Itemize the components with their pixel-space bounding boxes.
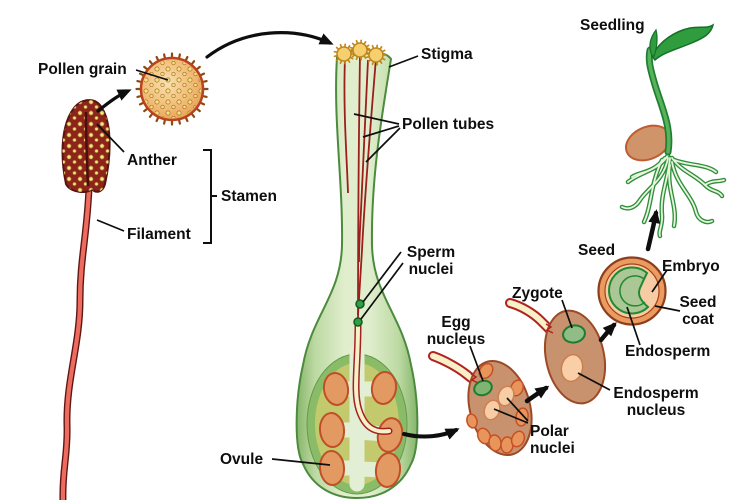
label-sperm-nuclei-line2: nuclei: [409, 261, 454, 278]
ovule-bottom-right: [374, 452, 402, 488]
label-stigma: Stigma: [421, 46, 473, 63]
label-endosperm-nucleus-line1: Endosperm: [613, 385, 698, 402]
ovule-top-right: [370, 371, 398, 405]
label-embryo: Embryo: [662, 258, 720, 275]
ovule-mid-left: [318, 412, 346, 448]
embryo-shape: [608, 266, 650, 315]
arrow-anther-to-pollen-grain: [96, 89, 132, 113]
leader-sperm-nucleus-2: [360, 262, 404, 320]
leader-polar-nucleus-2: [493, 408, 529, 424]
leader-embryo: [651, 269, 668, 293]
tube-torn-end: [470, 373, 479, 384]
label-zygote: Zygote: [512, 285, 563, 302]
leader-ovule: [271, 458, 331, 466]
leader-lines: [96, 55, 681, 466]
arrow-pollen-grain-to-stigma: [205, 31, 334, 59]
polar-nucleus-2: [483, 399, 501, 421]
label-egg-nucleus-line1: Egg: [441, 314, 470, 331]
ovule-top-left: [322, 372, 350, 406]
leader-seed-coat: [654, 305, 681, 312]
leader-endosperm-nucleus: [577, 372, 611, 391]
pollen-tube-lines: [343, 53, 377, 331]
label-seedling: Seedling: [580, 17, 645, 34]
leader-endosperm: [626, 306, 641, 346]
zygote-shape: [562, 324, 586, 344]
seed-detail-group: [597, 256, 667, 326]
label-sperm-nuclei-line1: Sperm: [407, 244, 455, 261]
label-endosperm-nucleus-line2: nucleus: [627, 402, 686, 419]
stigma-pollen-grains: [333, 39, 387, 66]
ovule-detail-before-fertilisation: [428, 351, 533, 457]
label-stamen: Stamen: [221, 188, 277, 205]
arrow-seed-to-seedling: [645, 209, 661, 252]
arrow-zygote-stage-to-seed: [598, 322, 617, 343]
leader-pollen-tube-1: [353, 113, 400, 125]
leader-sperm-nucleus-1: [362, 251, 402, 303]
label-filament: Filament: [127, 226, 191, 243]
integument-cells: [466, 362, 529, 454]
label-seed: Seed: [578, 242, 615, 259]
leader-pollen-tube-3: [365, 127, 401, 163]
label-seed-coat-line1: Seed: [679, 294, 716, 311]
embryo-fold-line: [619, 275, 646, 307]
arrow-ovule-to-zygote-stage: [524, 385, 550, 404]
egg-nucleus-shape: [473, 379, 493, 397]
label-polar-nuclei-line2: nuclei: [530, 440, 575, 457]
pistil-group: [295, 39, 419, 500]
leader-anther: [96, 123, 125, 153]
ovule-bottom-left: [318, 450, 346, 486]
seedling-leaf-tip: [649, 28, 658, 57]
process-arrows: [96, 31, 661, 440]
label-pollen-grain: Pollen grain: [38, 61, 127, 78]
leader-stigma: [388, 55, 419, 68]
sperm-nuclei-dots: [353, 299, 365, 327]
seedling-leaf: [651, 23, 715, 62]
sperm-nucleus-1: [355, 299, 365, 309]
stamen-bracket: [203, 149, 217, 244]
arrow-ovary-to-ovule-detail: [402, 428, 460, 440]
label-pollen-tubes: Pollen tubes: [402, 116, 494, 133]
leader-pollen-grain: [135, 69, 169, 81]
seedling-group: [619, 23, 727, 239]
label-egg-nucleus-line2: nucleus: [427, 331, 486, 348]
leader-pollen-tube-2: [362, 125, 400, 138]
labels: Pollen grain Anther Stamen Filament Stig…: [38, 17, 720, 468]
leader-egg-nucleus: [469, 345, 484, 382]
label-endosperm: Endosperm: [625, 343, 710, 360]
label-ovule: Ovule: [220, 451, 263, 468]
label-anther: Anther: [127, 152, 177, 169]
anther-slit: [84, 111, 90, 187]
endosperm-nucleus-shape: [560, 353, 584, 383]
label-seed-coat-line2: coat: [682, 311, 714, 328]
stamen-group: [59, 52, 209, 500]
leader-zygote: [561, 299, 573, 329]
leader-filament: [96, 219, 125, 232]
label-polar-nuclei-line1: Polar: [530, 423, 569, 440]
pollen-grain-shape: [135, 52, 209, 126]
sperm-nucleus-2: [353, 317, 363, 327]
anther-shape: [61, 99, 111, 193]
roots-highlight: [621, 154, 725, 237]
ovules: [318, 371, 404, 488]
tube-torn-end: [545, 323, 554, 334]
leader-polar-nucleus-1: [506, 397, 529, 422]
